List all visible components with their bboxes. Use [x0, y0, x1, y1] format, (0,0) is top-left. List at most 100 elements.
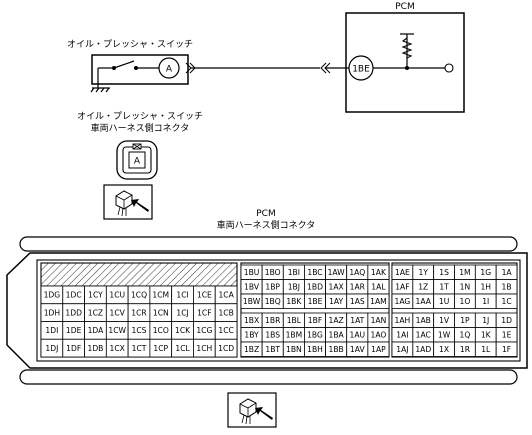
pin-label: 1AJ	[396, 345, 408, 354]
pin-cell	[495, 341, 518, 357]
pin-label: 1DG	[44, 291, 61, 300]
pin-label: 1CN	[153, 308, 169, 317]
pin-label: 1R	[460, 345, 471, 354]
pin-label: 1CD	[218, 344, 234, 353]
pin-label: 1CW	[108, 326, 126, 335]
pin-label: 1AB	[416, 316, 431, 325]
pin-label: 1V	[439, 316, 450, 325]
pin-label: 1DJ	[45, 344, 58, 353]
pin-cell	[495, 293, 518, 309]
pcm-connector-title-line2: 車両ハーネス側コネクタ	[217, 219, 316, 231]
pin-label: 1A	[502, 268, 513, 277]
pin-label: 1CS	[132, 326, 147, 335]
pin-label: 1E	[502, 331, 512, 340]
pin-cell	[367, 293, 390, 309]
pin-label: 1DA	[88, 326, 105, 335]
pin-label: 1AN	[371, 316, 387, 325]
pin-label: 1AD	[415, 345, 431, 354]
pin-label: 1AP	[371, 345, 386, 354]
pin-label: 1BL	[287, 316, 302, 325]
pin-label: 1AW	[328, 268, 346, 277]
pin-label: 1BO	[265, 268, 281, 277]
harness-probe-icon	[103, 184, 153, 220]
pin-label: 1BE	[308, 297, 323, 306]
pin-label: 1CG	[196, 326, 212, 335]
pin-label: 1AS	[350, 297, 365, 306]
pcm-terminal-1be-label: 1BE	[352, 65, 370, 75]
pin-label: 1K	[481, 331, 492, 340]
pin-label: 1BA	[329, 331, 345, 340]
pin-label: 1CC	[218, 326, 233, 335]
pcm-connector-bottom-latch	[19, 369, 518, 385]
pcm-box	[345, 12, 465, 113]
pin-label: 1J	[482, 316, 489, 325]
pin-label: 1BJ	[288, 283, 300, 292]
pin-cell	[214, 338, 238, 358]
pin-label: 1S	[439, 268, 449, 277]
pin-label: 1CQ	[131, 291, 147, 300]
pin-label: 1AT	[350, 316, 364, 325]
pin-label: 1CM	[152, 291, 169, 300]
pin-label: 1CU	[109, 291, 125, 300]
pin-label: 1BW	[243, 297, 261, 306]
pin-label: 1CL	[175, 344, 190, 353]
pin-label: 1G	[480, 268, 491, 277]
pin-label: 1DI	[45, 326, 58, 335]
switch-terminal-a	[158, 57, 180, 79]
switch-blade	[113, 60, 135, 69]
pin-label: 1BT	[265, 345, 280, 354]
pin-label: 1BD	[307, 283, 323, 292]
pin-label: 1CE	[197, 291, 212, 300]
pin-label: 1I	[482, 297, 489, 306]
pin-label: 1X	[439, 345, 449, 354]
pin-label: 1U	[439, 297, 449, 306]
switch-terminal-a-label: A	[166, 65, 173, 75]
pin-label: 1AF	[395, 283, 409, 292]
pin-label: 1CR	[131, 308, 147, 317]
pcm-title: PCM	[395, 2, 414, 12]
pin-label: 1CI	[176, 291, 188, 300]
pin-label: 1DC	[66, 291, 82, 300]
pcm-connector-top-latch	[19, 236, 518, 252]
harness-probe-icon	[227, 392, 277, 428]
pin-label: 1BH	[307, 345, 323, 354]
resistor-icon	[401, 37, 413, 59]
pcm-connector-title-line1: PCM	[256, 209, 275, 219]
pin-label: 1D	[501, 316, 512, 325]
pin-label: 1BS	[265, 331, 280, 340]
switch-connector-title-line2: 車両ハーネス側コネクタ	[91, 122, 190, 134]
pin-label: 1CP	[153, 344, 168, 353]
pin-label: 1BX	[244, 316, 259, 325]
pin-label: 1AQ	[349, 268, 365, 277]
pin-label: 1B	[502, 283, 512, 292]
pin-label: 1Q	[460, 331, 471, 340]
pin-label: 1BQ	[265, 297, 281, 306]
oil-pressure-switch-box	[91, 54, 189, 85]
pin-label: 1AV	[350, 345, 366, 354]
pin-label: 1P	[460, 316, 470, 325]
pin-label: 1BC	[307, 268, 322, 277]
pin-label: 1AE	[395, 268, 410, 277]
pin-label: 1DF	[66, 344, 81, 353]
pin-label: 1BB	[329, 345, 344, 354]
pin-label: 1AI	[396, 331, 408, 340]
pin-label: 1Y	[419, 268, 429, 277]
pin-label: 1N	[460, 283, 471, 292]
pin-label: 1CO	[153, 326, 169, 335]
pin-label: 1AH	[395, 316, 411, 325]
pin-label: 1BR	[265, 316, 281, 325]
pin-label: 1AK	[371, 268, 387, 277]
pin-label: 1F	[502, 345, 511, 354]
pin-label: 1DE	[66, 326, 82, 335]
pin-label: 1CZ	[88, 308, 103, 317]
pin-label: 1CA	[218, 291, 234, 300]
pin-label: 1CJ	[176, 308, 188, 317]
switch-connector-face: A	[116, 140, 158, 180]
pin-label: 1CK	[175, 326, 191, 335]
pin-label: 1CY	[88, 291, 103, 300]
pin-label: 1DD	[65, 308, 82, 317]
pin-label: 1C	[502, 297, 512, 306]
ground-icon	[90, 82, 110, 93]
pin-label: 1CB	[218, 308, 233, 317]
pin-label: 1T	[439, 283, 449, 292]
